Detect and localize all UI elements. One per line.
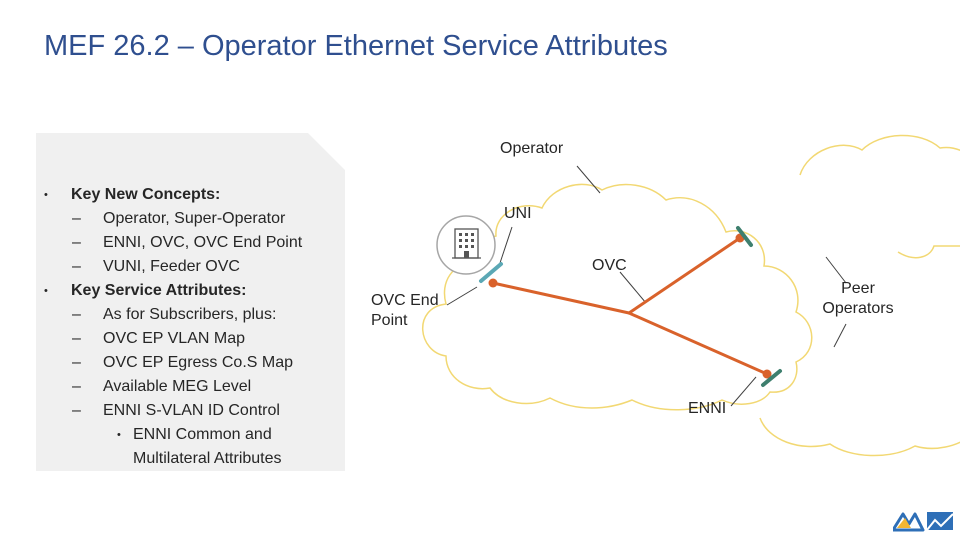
mef-logo-icon: [893, 512, 954, 532]
dash-marker: –: [72, 234, 81, 251]
sub-bullet: – OVC EP VLAN Map: [44, 327, 302, 351]
ovc-end-point-label: OVC End Point: [371, 292, 439, 329]
enni-label: ENNI: [688, 400, 727, 417]
bullet-marker: •: [117, 429, 121, 441]
ovc-end-point-uni: [488, 278, 498, 288]
bullet-marker: •: [44, 285, 48, 297]
building-icon: [436, 215, 496, 275]
bullet-key-service-attributes: • Key Service Attributes:: [44, 279, 302, 303]
sub-sub-bullet: • ENNI Common and: [44, 423, 302, 447]
bullet-list: • Key New Concepts: – Operator, Super-Op…: [44, 183, 302, 471]
dash-marker: –: [72, 258, 81, 275]
sub-bullet: – ENNI, OVC, OVC End Point: [44, 231, 302, 255]
uni-marker: [479, 262, 503, 283]
uni-label: UNI: [504, 205, 532, 222]
operator-label: Operator: [500, 140, 564, 157]
peer-operator-cloud-bottom: [759, 417, 960, 457]
enni-callout-line: [730, 376, 757, 407]
enni-marker-bottom: [761, 369, 782, 387]
ovc-segment-enni-top: [627, 236, 742, 315]
sub-bullet: – Operator, Super-Operator: [44, 207, 302, 231]
operator-callout-line: [576, 165, 601, 194]
sub-bullet: – OVC EP Egress Co.S Map: [44, 351, 302, 375]
ovc-segment-enni-bottom: [627, 311, 769, 376]
bullet-key-new-concepts: • Key New Concepts:: [44, 183, 302, 207]
sub-sub-bullet-continuation: Multilateral Attributes: [133, 450, 282, 467]
ovc-lines: [491, 236, 769, 376]
bullet-marker: •: [44, 189, 48, 201]
dash-marker: –: [72, 354, 81, 371]
peer-operators-callout-line-2: [833, 323, 847, 348]
sub-bullet: – VUNI, Feeder OVC: [44, 255, 302, 279]
sub-bullet: – As for Subscribers, plus:: [44, 303, 302, 327]
peer-operators-label: Peer Operators: [822, 280, 894, 317]
concepts-panel: [36, 133, 345, 471]
enni-marker-top: [736, 226, 753, 247]
panel-folded-corner: [308, 133, 345, 170]
dash-marker: –: [72, 330, 81, 347]
sub-bullet: – Available MEG Level: [44, 375, 302, 399]
dash-marker: –: [72, 402, 81, 419]
peer-operator-cloud: [799, 134, 960, 259]
slide-title: MEF 26.2 – Operator Ethernet Service Att…: [44, 30, 668, 62]
dash-marker: –: [72, 210, 81, 227]
ovc-end-point-enni-bottom: [762, 369, 772, 379]
ovc-callout-line: [619, 271, 647, 304]
dash-marker: –: [72, 378, 81, 395]
dash-marker: –: [72, 306, 81, 323]
ovc-segment-uni: [491, 281, 631, 315]
peer-operators-callout-line-1: [825, 256, 847, 284]
uni-callout-line: [499, 226, 513, 264]
ovc-end-point-callout-line: [446, 286, 478, 306]
sub-bullet: – ENNI S-VLAN ID Control: [44, 399, 302, 423]
ovc-label: OVC: [592, 257, 627, 274]
operator-cloud: [421, 183, 813, 411]
